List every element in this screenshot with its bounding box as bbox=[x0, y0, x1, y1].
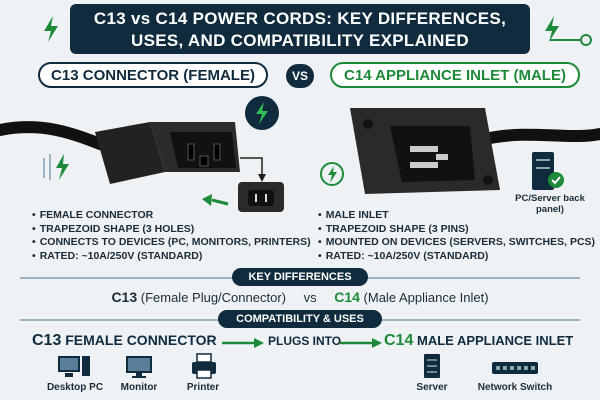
list-item: TRAPEZOID SHAPE (3 PINS) bbox=[318, 223, 598, 237]
c13-connector-illustration bbox=[0, 121, 284, 212]
c13-header: C13 CONNECTOR (FEMALE) bbox=[38, 62, 268, 88]
device-label: Server bbox=[416, 382, 448, 393]
compat-c14-text: MALE APPLIANCE INLET bbox=[416, 333, 574, 348]
device-label: Printer bbox=[186, 382, 220, 393]
title-banner: C13 vs C14 POWER CORDS: KEY DIFFERENCES,… bbox=[70, 4, 530, 54]
printer-icon bbox=[192, 353, 216, 379]
list-item: RATED: ~10A/250V (STANDARD) bbox=[32, 250, 312, 264]
compatibility-heading: COMPATIBILITY & USES bbox=[218, 310, 382, 328]
lightning-icon bbox=[320, 162, 344, 186]
list-item: FEMALE CONNECTOR bbox=[32, 209, 312, 223]
c13-code: C13 bbox=[111, 289, 138, 305]
plugs-into-text: PLUGS INTO bbox=[268, 334, 342, 348]
lightning-icon bbox=[256, 102, 268, 124]
compat-c13: C13 FEMALE CONNECTOR bbox=[32, 332, 222, 350]
power-badge bbox=[245, 96, 279, 130]
list-item: CONNECTS TO DEVICES (PC, MONITORS, PRINT… bbox=[32, 236, 312, 250]
list-item: MALE INLET bbox=[318, 209, 598, 223]
arrow-right-icon bbox=[340, 338, 382, 348]
c14-code: C14 bbox=[334, 289, 360, 305]
c14-inlet-illustration bbox=[350, 108, 600, 194]
c14-description: (Male Appliance Inlet) bbox=[363, 290, 489, 305]
vs-text: vs bbox=[303, 290, 317, 305]
lightning-icon bbox=[44, 16, 58, 42]
c14-header: C14 APPLIANCE INLET (MALE) bbox=[330, 62, 580, 88]
key-differences-row: C13 (Female Plug/Connector) vs C14 (Male… bbox=[0, 289, 600, 305]
lightning-icon bbox=[43, 154, 69, 180]
arrow-right-icon bbox=[222, 338, 264, 348]
c14-bullets: MALE INLET TRAPEZOID SHAPE (3 PINS) MOUN… bbox=[318, 209, 598, 263]
key-differences-heading: KEY DIFFERENCES bbox=[232, 268, 368, 286]
list-item: RATED: ~10A/250V (STANDARD) bbox=[318, 250, 598, 264]
compat-c14: C14 MALE APPLIANCE INLET bbox=[384, 332, 598, 350]
check-icon bbox=[548, 172, 564, 188]
vs-badge: VS bbox=[286, 64, 314, 88]
plug-icon bbox=[550, 34, 592, 46]
compat-c13-code: C13 bbox=[32, 332, 62, 349]
title-line-2: USES, AND COMPATIBILITY EXPLAINED bbox=[131, 31, 469, 50]
c13-description: (Female Plug/Connector) bbox=[140, 290, 286, 305]
network-switch-icon bbox=[492, 362, 538, 374]
monitor-icon bbox=[126, 356, 152, 378]
server-icon bbox=[424, 354, 440, 378]
compat-c13-text: FEMALE CONNECTOR bbox=[65, 332, 217, 348]
list-item: MOUNTED ON DEVICES (SERVERS, SWITCHES, P… bbox=[318, 236, 598, 250]
server-icon bbox=[532, 152, 564, 190]
title-line-1: C13 vs C14 POWER CORDS: KEY DIFFERENCES, bbox=[93, 9, 507, 28]
device-label: Monitor bbox=[120, 382, 158, 393]
desktop-pc-icon bbox=[58, 356, 90, 377]
list-item: TRAPEZOID SHAPE (3 HOLES) bbox=[32, 223, 312, 237]
c13-bullets: FEMALE CONNECTOR TRAPEZOID SHAPE (3 HOLE… bbox=[32, 209, 312, 263]
lightning-icon bbox=[545, 16, 559, 42]
compat-c14-code: C14 bbox=[384, 332, 414, 349]
device-label: Network Switch bbox=[477, 382, 553, 393]
device-label: Desktop PC bbox=[46, 382, 104, 393]
